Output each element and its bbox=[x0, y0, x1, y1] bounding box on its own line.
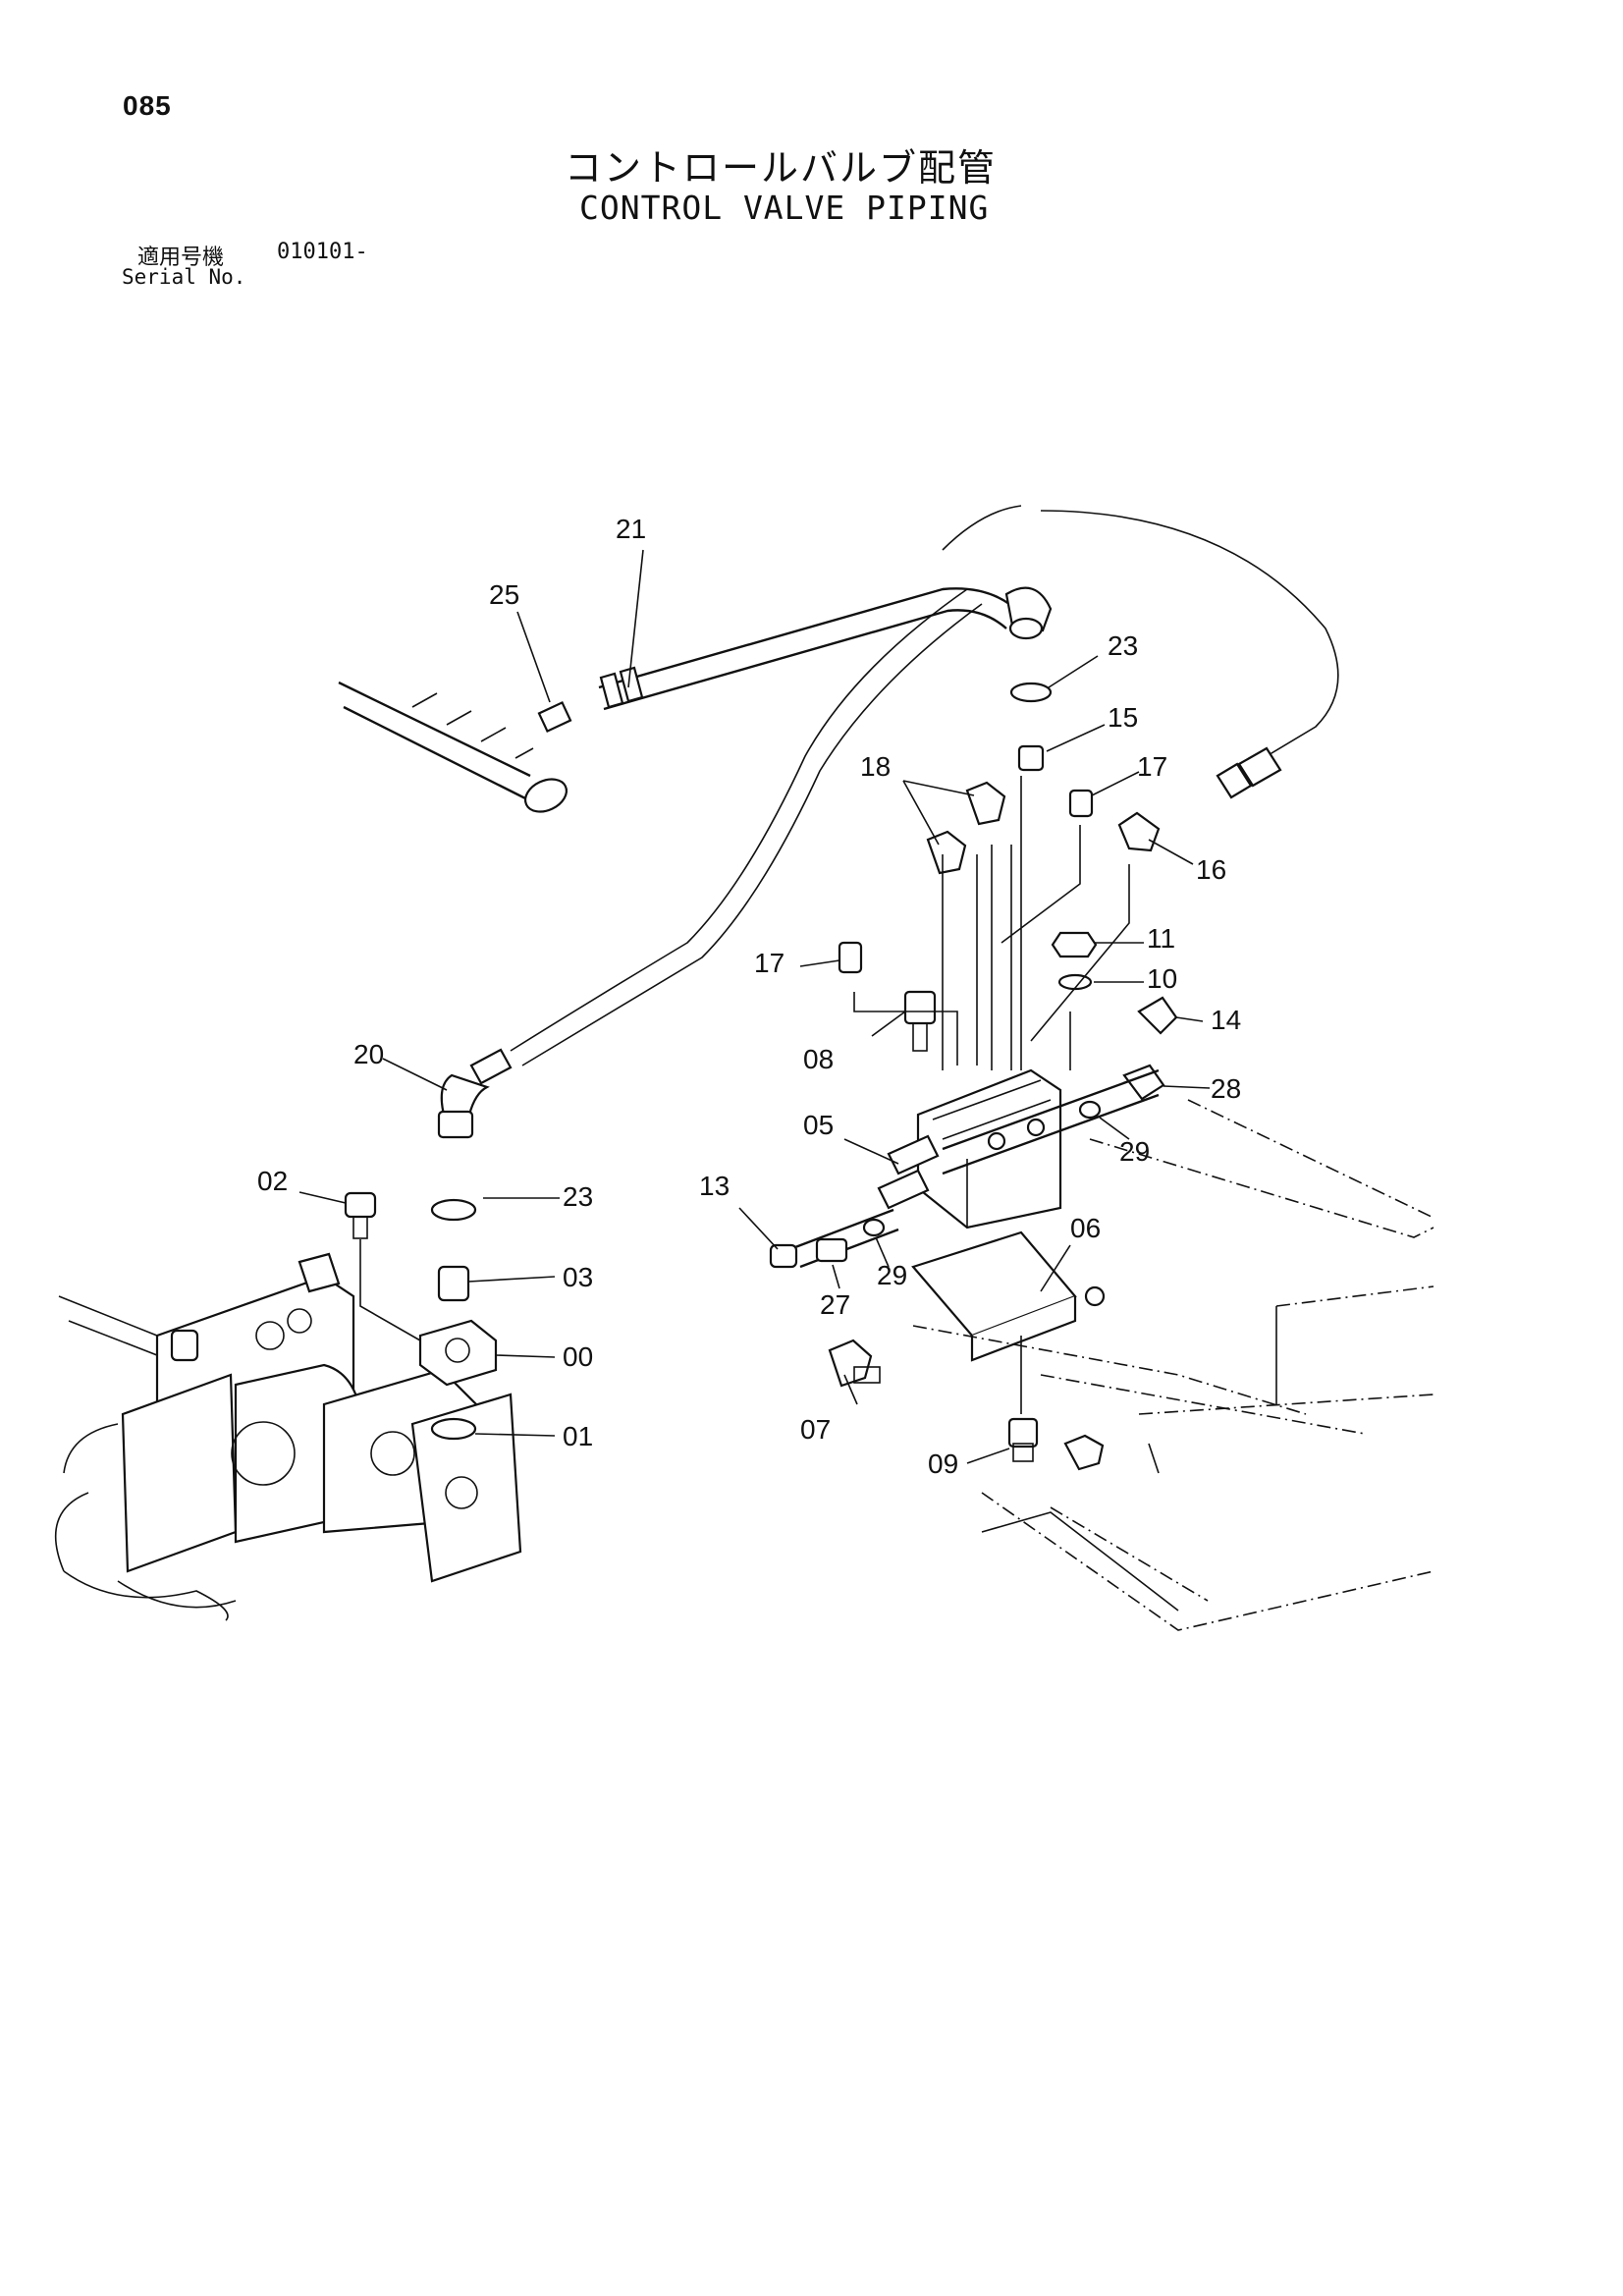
callout-00: 00 bbox=[563, 1341, 593, 1372]
callout-17-left: 17 bbox=[754, 948, 784, 978]
callout-11: 11 bbox=[1147, 923, 1175, 954]
callouts: 21 25 23 15 18 17 16 17 11 10 08 14 28 2… bbox=[257, 514, 1241, 1479]
callout-16: 16 bbox=[1196, 854, 1226, 885]
callout-17-top: 17 bbox=[1137, 751, 1167, 782]
fittings-lower bbox=[769, 1208, 1106, 1471]
callout-29-left: 29 bbox=[877, 1260, 907, 1290]
callout-01: 01 bbox=[563, 1421, 593, 1451]
hose-assembly bbox=[338, 505, 1339, 1139]
callout-25: 25 bbox=[489, 579, 519, 610]
callout-23-top: 23 bbox=[1108, 630, 1138, 661]
callout-29-right: 29 bbox=[1119, 1136, 1150, 1167]
page-number: 085 bbox=[123, 90, 172, 121]
callout-15: 15 bbox=[1108, 702, 1138, 733]
callout-28: 28 bbox=[1211, 1073, 1241, 1104]
leader-lines bbox=[298, 549, 1211, 1464]
pump-assembly bbox=[54, 1191, 522, 1621]
callout-07: 07 bbox=[800, 1414, 831, 1445]
callout-02: 02 bbox=[257, 1166, 288, 1196]
callout-27: 27 bbox=[820, 1289, 850, 1320]
callout-23-bottom: 23 bbox=[563, 1181, 593, 1212]
control-valve-block bbox=[853, 776, 1160, 1230]
page-title-english: CONTROL VALVE PIPING bbox=[579, 189, 990, 227]
callout-05: 05 bbox=[803, 1110, 834, 1140]
callout-09: 09 bbox=[928, 1449, 958, 1479]
serial-range: 010101- bbox=[277, 240, 368, 264]
callout-20: 20 bbox=[353, 1039, 384, 1069]
serial-label-english: Serial No. bbox=[122, 265, 246, 289]
callout-06: 06 bbox=[1070, 1213, 1101, 1243]
callout-08: 08 bbox=[803, 1044, 834, 1074]
fittings-upper bbox=[838, 682, 1178, 1120]
callout-03: 03 bbox=[563, 1262, 593, 1292]
serial-label-japanese: 適用号機 bbox=[137, 246, 225, 270]
frame-outline bbox=[912, 1099, 1434, 1631]
callout-10: 10 bbox=[1147, 963, 1177, 994]
callout-13: 13 bbox=[699, 1171, 730, 1201]
callout-14: 14 bbox=[1211, 1005, 1241, 1035]
callout-18: 18 bbox=[860, 751, 891, 782]
callout-21: 21 bbox=[616, 514, 646, 544]
page-title-japanese: コントロールバルブ配管 bbox=[565, 146, 998, 190]
